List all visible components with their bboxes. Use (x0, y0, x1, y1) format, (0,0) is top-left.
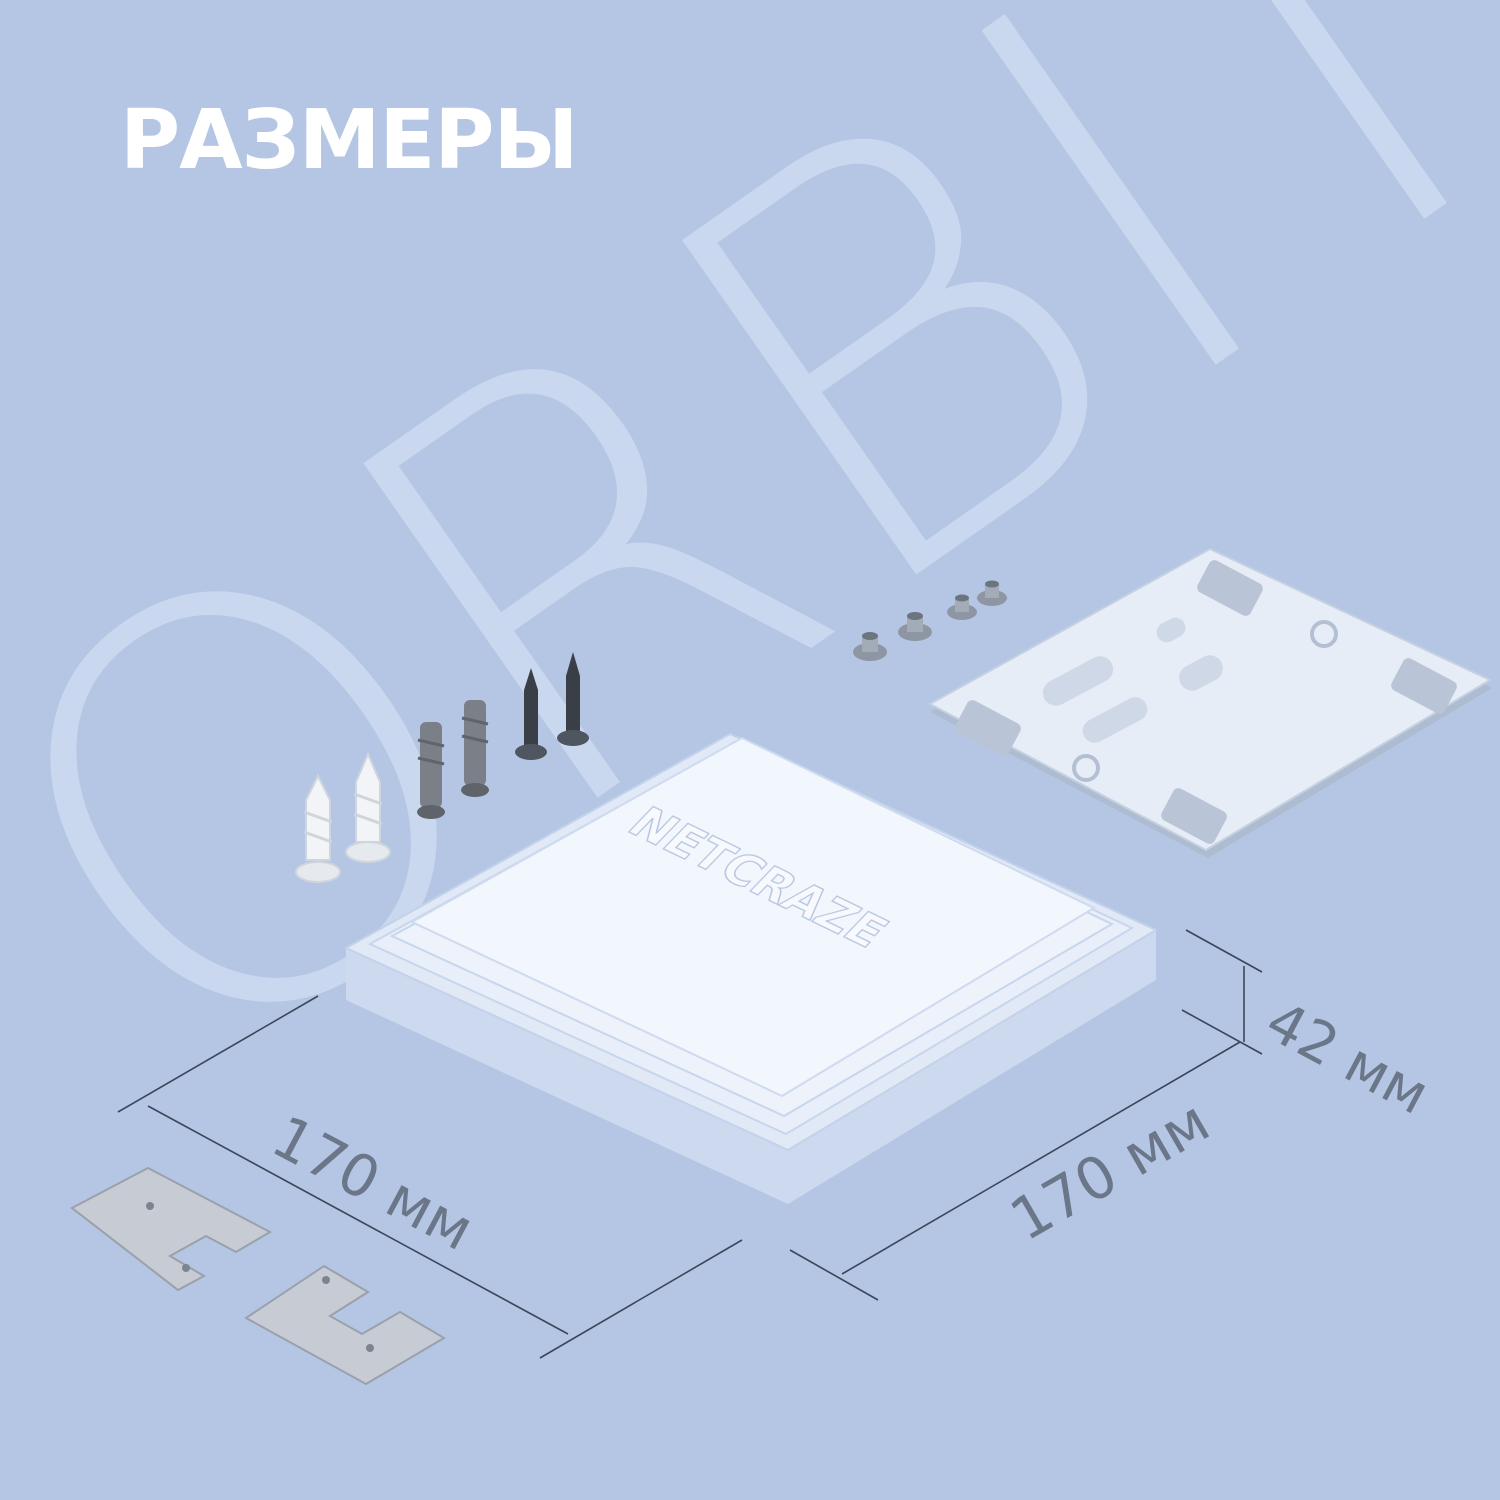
plate-slot (1042, 656, 1114, 706)
mounting-plate (927, 547, 1493, 858)
plate-clip (1197, 560, 1263, 616)
height-label: 42 мм (1255, 989, 1439, 1128)
rubber-foot (947, 594, 977, 620)
grey-dowels (417, 700, 489, 819)
grey-dowel (461, 700, 489, 797)
white-anchors (295, 751, 391, 883)
width-label: 170 мм (261, 1102, 484, 1264)
router: NETCRAZE (343, 732, 1159, 1204)
rubber-feet (853, 580, 1007, 661)
rubber-foot (898, 612, 932, 641)
page-title: РАЗМЕРЫ (120, 93, 578, 188)
screw (557, 652, 589, 746)
white-anchor (295, 773, 341, 883)
rubber-foot (853, 632, 887, 661)
dimension-lines (117, 929, 1263, 1359)
router-top (409, 736, 1097, 1098)
depth-dimension-line (841, 1041, 1241, 1275)
plate-lock (1310, 620, 1338, 648)
width-dimension-line (147, 1105, 569, 1335)
screws (515, 652, 589, 760)
depth-extension-line (789, 1249, 879, 1301)
mounting-plate-face (927, 547, 1493, 852)
plate-lock (1072, 754, 1100, 782)
metal-hook (244, 1264, 446, 1386)
height-extension-line (1185, 929, 1263, 973)
grey-dowel (417, 722, 445, 819)
router-side (346, 930, 1156, 1204)
width-extension-line (117, 995, 319, 1113)
metal-hooks (70, 1166, 446, 1386)
plate-clip (1161, 788, 1227, 844)
height-extension-line (1181, 1009, 1263, 1055)
plate-clip (1391, 658, 1457, 714)
plate-clip (955, 700, 1021, 756)
plate-slot (1156, 617, 1186, 643)
screw (515, 668, 547, 760)
metal-hook (70, 1166, 273, 1292)
plate-slot (1082, 697, 1148, 743)
white-anchor (345, 751, 391, 863)
width-extension-line (539, 1239, 743, 1359)
plate-slot (1179, 655, 1223, 691)
rubber-foot (977, 580, 1007, 606)
depth-label: 170 мм (999, 1087, 1221, 1254)
